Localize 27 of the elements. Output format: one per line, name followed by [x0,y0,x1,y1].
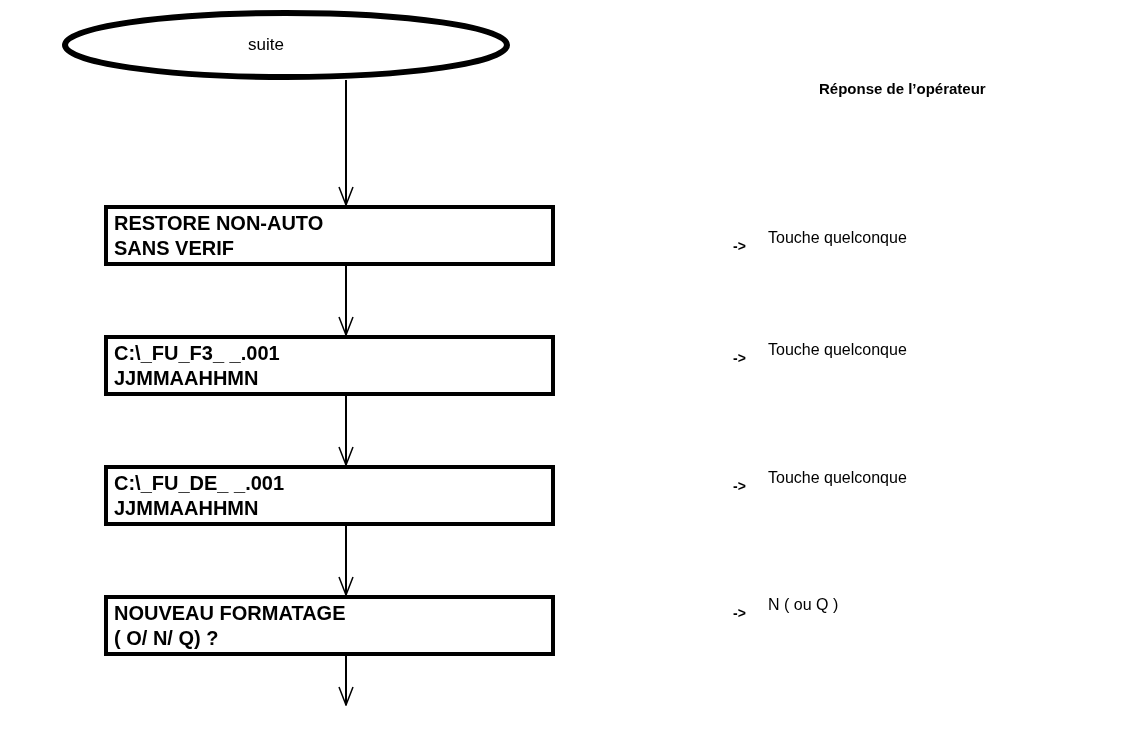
box-text: JJMMAAHHMN [114,365,260,391]
process-box [104,335,555,396]
operator-response: Touche quelconque [768,469,907,487]
box-text: NOUVEAU FORMATAGE [114,600,347,626]
arrow-symbol: -> [733,238,746,254]
operator-response: Touche quelconque [768,341,907,359]
process-box [104,205,555,266]
arrow [338,79,354,206]
arrow [338,655,354,706]
column-heading: Réponse de l’opérateur [819,80,986,97]
process-box [104,595,555,656]
box-text: C:\_FU_F3_ _.001 [114,340,281,366]
box-text: SANS VERIF [114,235,236,261]
arrow-symbol: -> [733,478,746,494]
arrow-symbol: -> [733,350,746,366]
operator-response: N ( ou Q ) [768,596,839,614]
box-text: ( O/ N/ Q) ? [114,625,220,651]
box-text: C:\_FU_DE_ _.001 [114,470,286,496]
arrow-symbol: -> [733,605,746,621]
process-box [104,465,555,526]
operator-response: Touche quelconque [768,229,907,247]
arrow [338,525,354,596]
box-text: RESTORE NON-AUTO [114,210,325,236]
arrow [338,265,354,336]
terminal-label: suite [248,35,284,55]
arrow [338,395,354,466]
box-text: JJMMAAHHMN [114,495,260,521]
